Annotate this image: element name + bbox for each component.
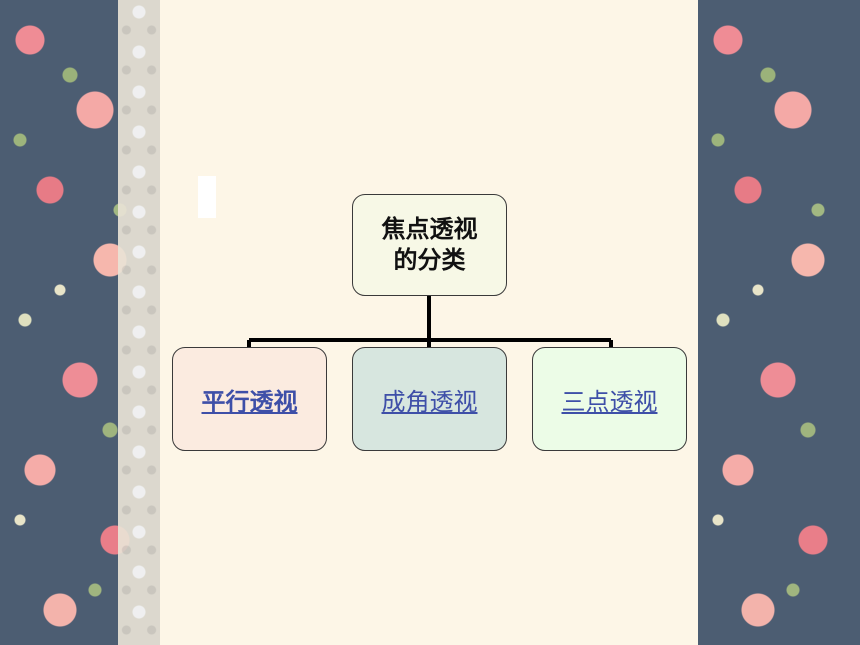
child-link-three-point[interactable]: 三点透视	[561, 387, 658, 416]
child-node-parallel[interactable]: 平行透视	[172, 347, 327, 451]
lace-trim-left	[118, 0, 160, 645]
child-node-three-point[interactable]: 三点透视	[532, 347, 687, 451]
child-link-angular[interactable]: 成角透视	[381, 387, 478, 416]
text-cursor-placeholder	[198, 176, 216, 218]
root-node-label: 焦点透视的分类	[381, 215, 478, 274]
child-node-angular[interactable]: 成角透视	[352, 347, 507, 451]
floral-border-right	[698, 0, 860, 645]
root-node: 焦点透视的分类	[352, 194, 507, 296]
child-link-parallel[interactable]: 平行透视	[201, 387, 298, 416]
